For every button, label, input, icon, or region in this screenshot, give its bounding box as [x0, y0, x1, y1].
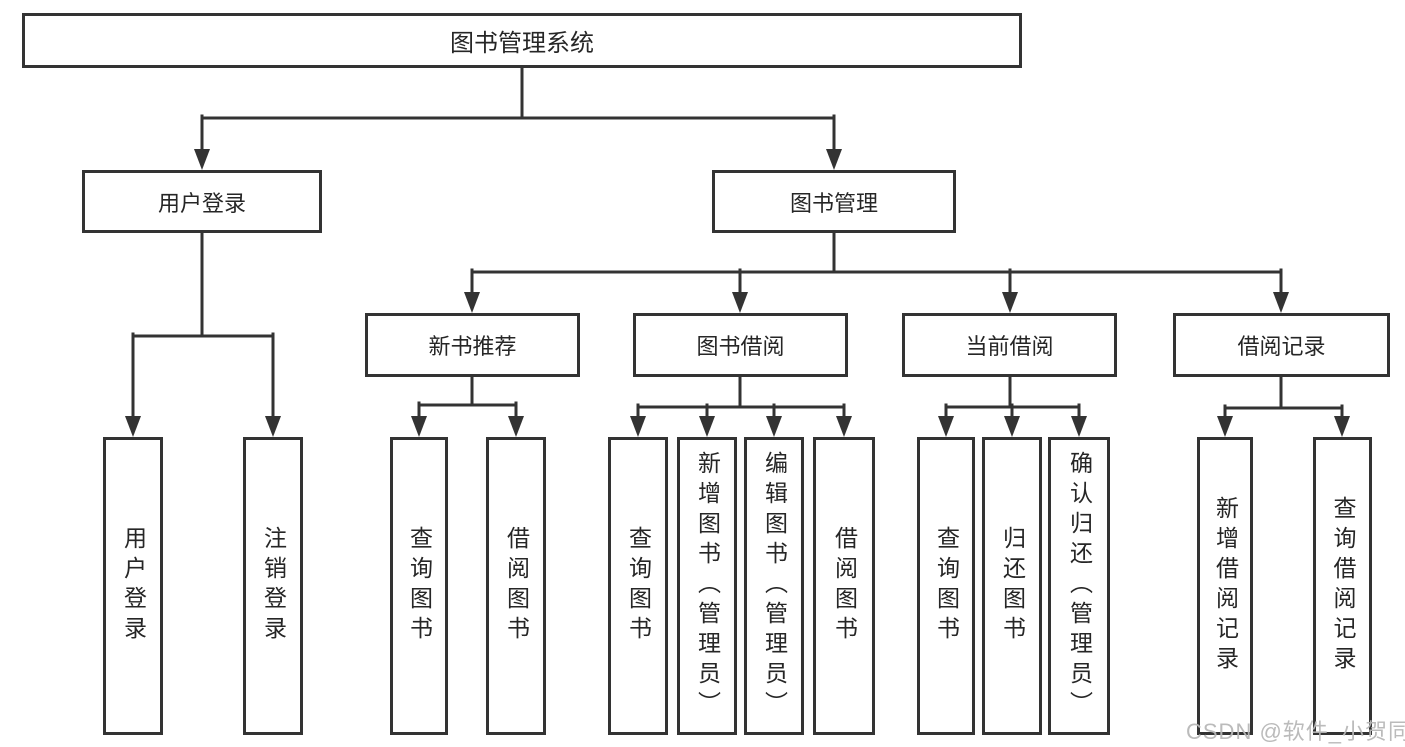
node-label: 图书管理系统 [450, 30, 594, 57]
watermark: CSDN @软件_小贺同学 [1186, 719, 1405, 744]
node-label: 图书借阅 [696, 334, 785, 359]
arrowhead-icon [125, 416, 141, 437]
connector-current-borrow-to-leaves [944, 375, 1081, 421]
leaf-query-books-current: 查询图书 [917, 437, 975, 735]
arrowhead-icon [938, 416, 954, 437]
leaf-return-book: 归还图书 [982, 437, 1042, 735]
node-user-login: 用户登录 [82, 170, 322, 233]
leaf-edit-book-admin: 编辑图书（管理员） [744, 437, 804, 735]
node-label: 当前借阅 [965, 334, 1054, 359]
connector-new-books-to-leaves [417, 375, 518, 421]
node-label: 查询图书 [406, 526, 433, 646]
leaf-add-borrow-record: 新增借阅记录 [1197, 437, 1253, 735]
leaf-query-books-borrow: 查询图书 [608, 437, 668, 735]
arrowhead-icon [826, 149, 842, 170]
node-current-borrow: 当前借阅 [902, 313, 1117, 377]
arrowhead-icon [1273, 292, 1289, 313]
connector-root-to-level2 [200, 66, 836, 154]
arrowhead-icon [1002, 292, 1018, 313]
node-label: 新增借阅记录 [1212, 496, 1239, 676]
node-label: 归还图书 [999, 526, 1026, 646]
node-borrow-records: 借阅记录 [1173, 313, 1390, 377]
leaf-user-login: 用户登录 [103, 437, 163, 735]
connector-book-borrow-to-leaves [636, 375, 846, 421]
node-label: 查询借阅记录 [1330, 496, 1356, 676]
node-book-management: 图书管理 [712, 170, 956, 233]
arrowhead-icon [699, 416, 715, 437]
node-label: 借阅记录 [1237, 334, 1326, 359]
leaf-query-borrow-record: 查询借阅记录 [1313, 437, 1372, 735]
connector-borrow-records-to-leaves [1223, 375, 1344, 421]
arrowhead-icon [836, 416, 852, 437]
arrowhead-icon [411, 416, 427, 437]
node-label: 借阅图书 [831, 526, 858, 646]
arrowhead-icon [1334, 416, 1350, 437]
arrowhead-icon [630, 416, 646, 437]
arrowhead-icon [464, 292, 480, 313]
node-label: 确认归还（管理员） [1066, 451, 1093, 721]
arrowhead-icon [1004, 416, 1020, 437]
leaf-logout: 注销登录 [243, 437, 303, 735]
node-label: 查询图书 [625, 526, 652, 646]
node-label: 用户登录 [157, 190, 246, 216]
arrowhead-icon [732, 292, 748, 313]
arrowhead-icon [1217, 416, 1233, 437]
leaf-borrow-books: 借阅图书 [813, 437, 875, 735]
node-label: 新书推荐 [428, 334, 517, 359]
arrowhead-icon [194, 149, 210, 170]
node-label: 查询图书 [933, 526, 960, 646]
connector-book-management-to-level3 [470, 231, 1283, 297]
leaf-confirm-return-admin: 确认归还（管理员） [1048, 437, 1110, 735]
node-label: 借阅图书 [503, 526, 530, 646]
node-label: 用户登录 [120, 526, 147, 646]
arrowhead-icon [766, 416, 782, 437]
arrowhead-icon [1071, 416, 1087, 437]
leaf-borrow-books-recommend: 借阅图书 [486, 437, 546, 735]
node-root-system: 图书管理系统 [22, 13, 1022, 68]
leaf-query-books-recommend: 查询图书 [390, 437, 448, 735]
node-label: 图书管理 [789, 190, 878, 216]
leaf-add-book-admin: 新增图书（管理员） [677, 437, 737, 735]
connector-user-login-to-leaves [131, 231, 275, 421]
node-book-borrow: 图书借阅 [633, 313, 848, 377]
arrowhead-icon [265, 416, 281, 437]
node-label: 编辑图书（管理员） [761, 451, 788, 721]
node-label: 注销登录 [260, 526, 287, 646]
arrowhead-icon [508, 416, 524, 437]
node-label: 新增图书（管理员） [694, 451, 721, 721]
node-new-book-recommend: 新书推荐 [365, 313, 580, 377]
